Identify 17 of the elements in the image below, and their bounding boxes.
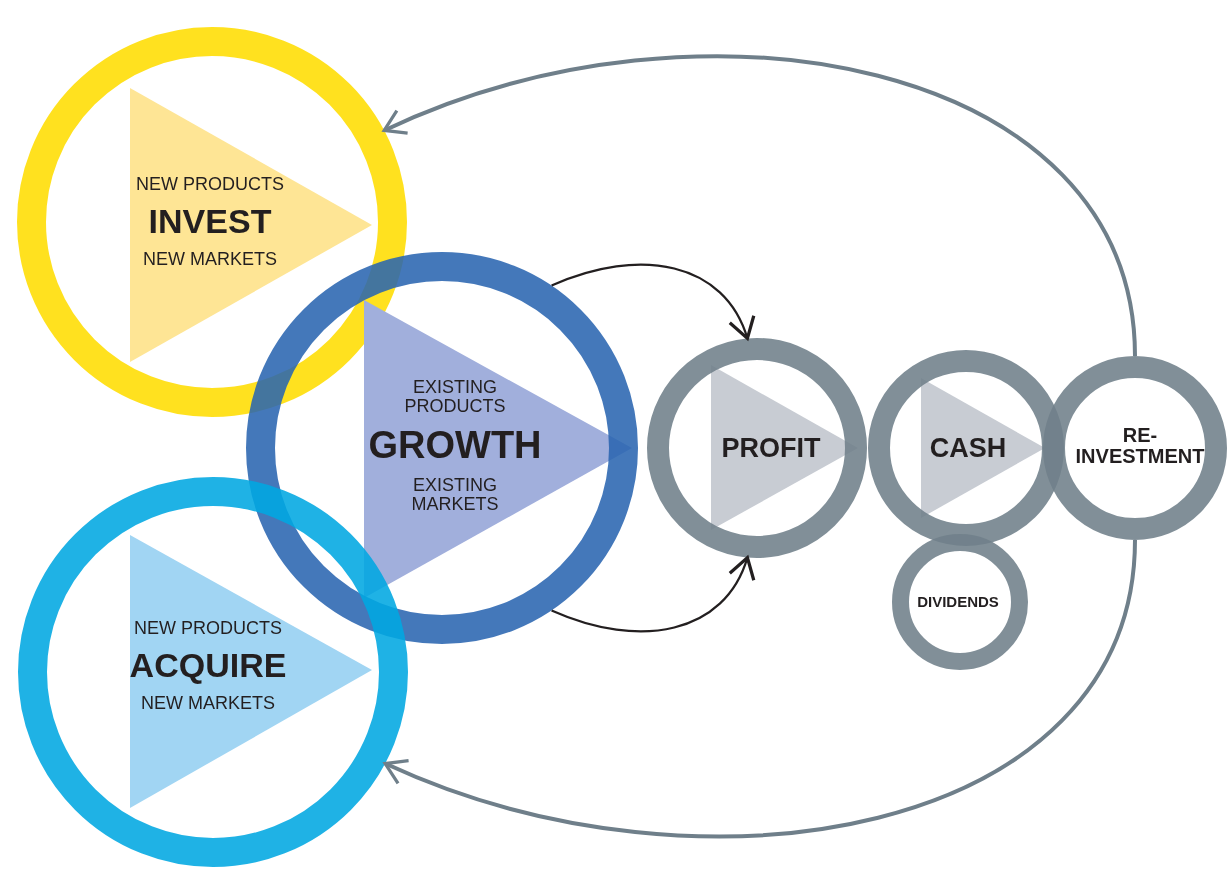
node-subtitle: EXISTING PRODUCTS [403,378,507,417]
node-title: CASH [929,433,1007,463]
node-subtitle: NEW PRODUCTS [134,619,282,639]
node-subtitle: NEW MARKETS [143,249,277,269]
curved-arrow [551,555,754,633]
node-title: ACQUIRE [129,648,287,684]
node-title: PROFIT [721,433,821,463]
node-subtitle: EXISTING MARKETS [410,475,500,514]
node-title: INVEST [148,204,272,240]
node-title: RE-INVESTMENT [1074,425,1206,467]
curved-arrow [551,263,754,341]
node-title: GROWTH [368,426,542,466]
node-subtitle: NEW MARKETS [141,693,275,713]
curved-arrow [383,539,1137,839]
node-subtitle: NEW PRODUCTS [136,175,284,195]
node-title: DIVIDENDS [917,594,999,610]
curved-arrow [382,54,1137,357]
